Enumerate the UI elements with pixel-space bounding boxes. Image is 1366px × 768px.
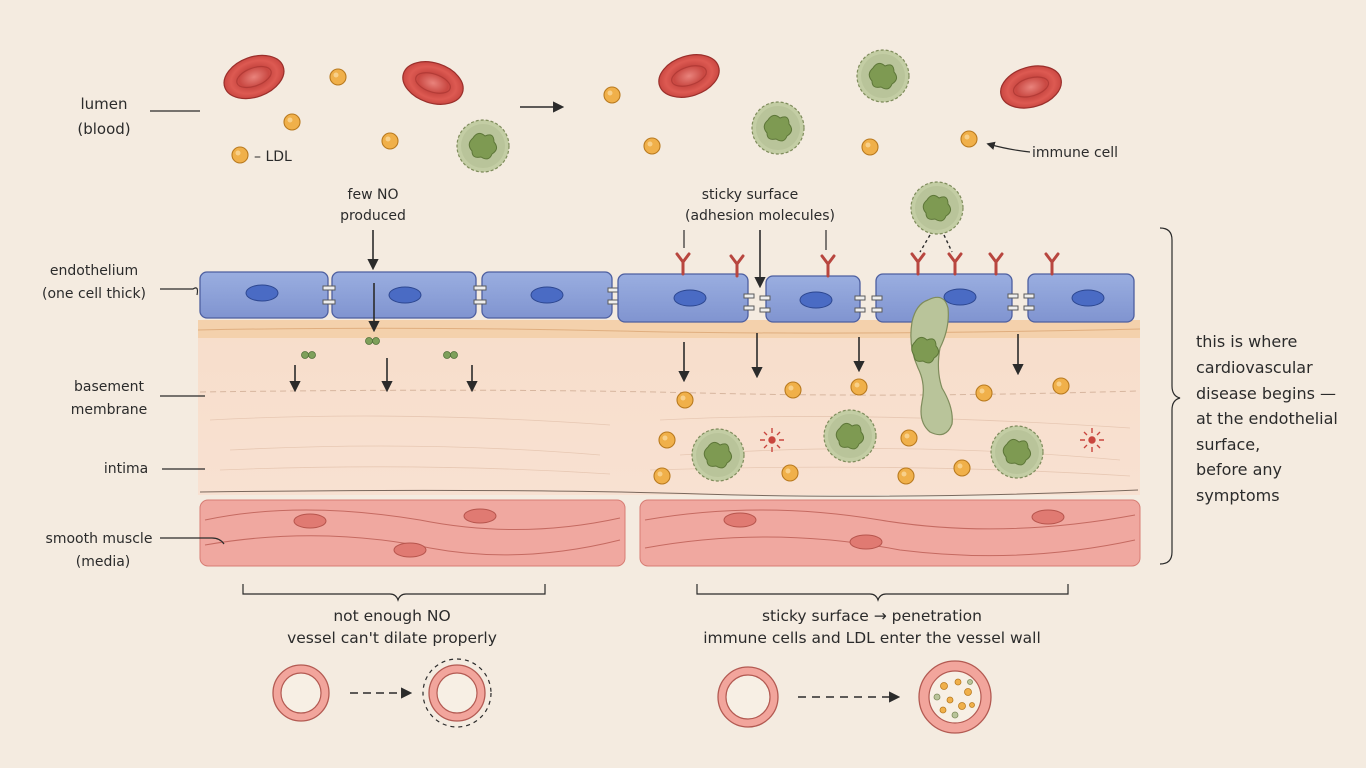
red-blood-cell xyxy=(217,47,291,107)
ldl-particle xyxy=(850,378,868,396)
ldl-legend-text: – LDL xyxy=(254,149,292,165)
label-lumen-sub: (blood) xyxy=(77,120,130,138)
ldl-particle xyxy=(781,464,799,482)
ldl-particle xyxy=(643,137,661,155)
ldl-particle xyxy=(381,132,399,150)
adhesion-molecules xyxy=(675,252,1060,278)
caption-left-1: not enough NO xyxy=(333,607,450,625)
smooth-muscle-layer xyxy=(199,499,1141,567)
immune-cell xyxy=(823,409,877,463)
ldl-particle xyxy=(283,113,301,131)
inflammation-marker xyxy=(760,428,784,452)
label-basement-sub: membrane xyxy=(71,402,148,418)
sticky-label-sub: (adhesion molecules) xyxy=(685,208,835,224)
caption-right-2: immune cells and LDL enter the vessel wa… xyxy=(703,629,1041,647)
ldl-particle xyxy=(953,459,971,477)
note-line-1: this is where xyxy=(1196,332,1297,351)
immune-cell xyxy=(751,101,805,155)
layer-labels: lumen (blood) endothelium (one cell thic… xyxy=(42,95,225,570)
ldl-particle xyxy=(1052,377,1070,395)
intima-contents xyxy=(653,377,1104,485)
bottom-captions: not enough NO vessel can't dilate proper… xyxy=(242,584,1069,647)
note-line-5: surface, xyxy=(1196,435,1260,454)
vessel-cross-section-plaque xyxy=(918,660,992,734)
endothelium-left xyxy=(199,271,621,319)
transmigrating-immune-cell xyxy=(910,296,953,436)
ldl-particle xyxy=(975,384,993,402)
caption-left-2: vessel can't dilate properly xyxy=(287,629,497,647)
inflammation-marker xyxy=(1080,428,1104,452)
few-no-label-sub: produced xyxy=(340,208,406,224)
note-line-3: disease begins — xyxy=(1196,384,1336,403)
label-basement: basement xyxy=(74,379,144,395)
endothelium-right xyxy=(617,252,1135,436)
lumen-cells xyxy=(217,46,1067,253)
vessel-cross-section-healthy xyxy=(717,666,779,728)
immune-cell-label: immune cell xyxy=(1032,145,1118,161)
few-no-label: few NO xyxy=(348,187,399,203)
label-lumen: lumen xyxy=(80,95,127,113)
red-blood-cell xyxy=(652,46,726,106)
vessel-cross-section-dilation xyxy=(422,658,492,728)
label-intima: intima xyxy=(104,461,148,477)
label-endothelium: endothelium xyxy=(50,263,138,279)
label-muscle: smooth muscle xyxy=(46,531,153,547)
ldl-particle xyxy=(603,86,621,104)
no-molecules xyxy=(301,337,458,359)
caption-right-1: sticky surface → penetration xyxy=(762,607,982,625)
immune-cell xyxy=(691,428,745,482)
note-line-2: cardiovascular xyxy=(1196,358,1313,377)
diffusion-arrows xyxy=(289,283,1024,393)
immune-cell xyxy=(456,119,510,173)
immune-cell xyxy=(856,49,910,103)
immune-cell-annotation: immune cell xyxy=(986,141,1118,161)
ldl-particle xyxy=(861,138,879,156)
vessel-cross-section-normal xyxy=(272,664,330,722)
ldl-particle xyxy=(960,130,978,148)
sticky-annotation: sticky surface (adhesion molecules) xyxy=(683,187,835,289)
ldl-particle xyxy=(784,381,802,399)
red-blood-cell xyxy=(396,53,470,113)
ldl-particle xyxy=(658,431,676,449)
sticky-label: sticky surface xyxy=(702,187,798,203)
ldl-particle xyxy=(900,429,918,447)
right-note: this is where cardiovascular disease beg… xyxy=(1159,227,1338,565)
label-endothelium-sub: (one cell thick) xyxy=(42,286,146,302)
immune-cell xyxy=(910,181,964,235)
few-no-annotation: few NO produced xyxy=(340,187,406,271)
ldl-particle xyxy=(329,68,347,86)
ldl-particle xyxy=(676,391,694,409)
ldl-particle xyxy=(653,467,671,485)
immune-cell xyxy=(990,425,1044,479)
note-line-6: before any xyxy=(1196,460,1282,479)
ldl-legend: – LDL xyxy=(231,146,292,165)
red-blood-cell xyxy=(995,58,1067,116)
note-line-7: symptoms xyxy=(1196,486,1280,505)
label-muscle-sub: (media) xyxy=(76,554,131,570)
note-line-4: at the endothelial xyxy=(1196,409,1338,428)
ldl-particle xyxy=(897,467,915,485)
